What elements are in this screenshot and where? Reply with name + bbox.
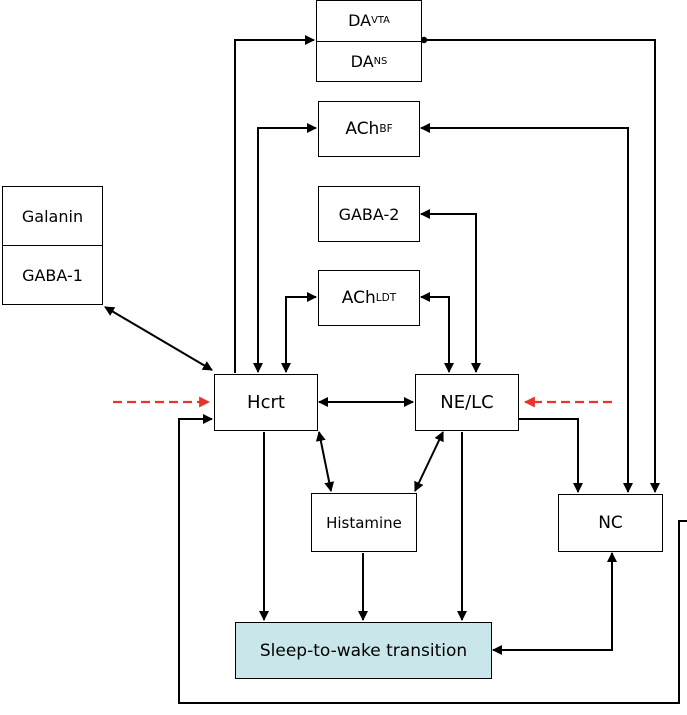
arrow-hcrt-achbf xyxy=(253,123,317,373)
da-ns-label: DA xyxy=(350,51,374,71)
nc-label: NC xyxy=(598,513,623,533)
gaba1-cell: GABA-1 xyxy=(3,245,102,304)
arrow-gaba1-hcrt xyxy=(104,306,213,371)
arrow-achldt-nelc xyxy=(420,292,454,373)
gaba1-label: GABA-1 xyxy=(22,265,83,285)
arrow-gaba2-nelc xyxy=(420,209,481,373)
arrow-nc-to-hcrt-loop xyxy=(178,414,687,704)
arrow-hcrt-to-da xyxy=(234,35,315,373)
ne-lc-label: NE/LC xyxy=(440,392,494,413)
sleep-to-wake-node: Sleep-to-wake transition xyxy=(235,622,492,679)
histamine-label: Histamine xyxy=(326,513,402,532)
arrow-da-to-nc xyxy=(424,39,660,493)
da-vta-subscript: VTA xyxy=(371,15,390,27)
da-vta-label: DA xyxy=(348,11,372,31)
galanin-label: Galanin xyxy=(21,206,84,226)
ach-ldt-subscript: LDT xyxy=(375,292,397,304)
ach-bf-subscript: BF xyxy=(379,123,393,135)
arrow-sleep-nc xyxy=(492,552,617,655)
hcrt-node: Hcrt xyxy=(214,374,318,431)
histamine-node: Histamine xyxy=(311,493,417,552)
hcrt-label: Hcrt xyxy=(247,392,285,413)
gaba2-node: GABA-2 xyxy=(318,186,420,242)
branch-dot xyxy=(420,36,428,44)
gaba2-label: GABA-2 xyxy=(338,204,400,224)
arrow-nelc-to-nc xyxy=(519,418,583,493)
arrow-nelc-histamine xyxy=(414,431,444,492)
ach-ldt-label: ACh xyxy=(341,288,376,308)
arrow-achbf-nc xyxy=(420,123,633,493)
galanin-gaba1-box: Galanin GABA-1 xyxy=(2,186,103,305)
da-ns-subscript: NS xyxy=(373,55,388,67)
arrow-hcrt-histamine xyxy=(315,431,335,492)
ach-bf-label: ACh xyxy=(345,119,380,139)
nc-node: NC xyxy=(558,494,663,552)
arrow-hcrt-achldt xyxy=(281,292,317,373)
sleep-to-wake-label: Sleep-to-wake transition xyxy=(259,640,468,661)
ne-lc-node: NE/LC xyxy=(415,374,519,431)
galanin-cell: Galanin xyxy=(3,187,102,245)
